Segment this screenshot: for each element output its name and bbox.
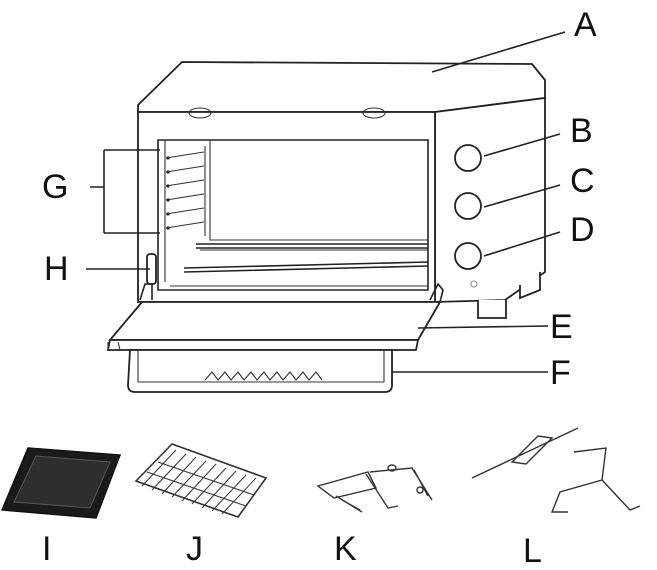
- crumb-tray-inner: [137, 350, 385, 383]
- label-k: K: [334, 530, 357, 568]
- cavity-back-wall: [209, 140, 428, 241]
- label-e: E: [550, 308, 573, 346]
- rack-rails: [165, 151, 205, 230]
- label-d: D: [570, 211, 595, 249]
- control-panel: [434, 96, 546, 303]
- callout-labels: A B C D E F G H I J K L: [42, 6, 597, 570]
- label-g: G: [42, 168, 68, 206]
- oven-door[interactable]: [108, 301, 442, 341]
- label-l: L: [523, 532, 542, 570]
- label-h: H: [44, 250, 69, 288]
- top-vent-left: [188, 107, 212, 119]
- baking-tray: [0, 447, 122, 519]
- door-hinge-right: [429, 282, 444, 303]
- top-vent-right: [362, 107, 386, 119]
- left-wall: [164, 140, 206, 282]
- crumb-tray-zigzag: [204, 371, 323, 381]
- toaster-oven: [106, 61, 546, 393]
- heating-element-upper: [196, 243, 428, 249]
- indicator-light: [470, 280, 478, 288]
- label-c: C: [570, 162, 595, 200]
- door-lip-left: [107, 341, 121, 351]
- door-hinge-left: [139, 283, 153, 301]
- door-lip: [106, 339, 420, 351]
- oven-cavity: [157, 139, 429, 291]
- oven-foot-rear: [519, 272, 541, 300]
- crumb-tray[interactable]: [127, 349, 393, 393]
- label-b: B: [570, 112, 593, 150]
- rotisserie-spit: [471, 427, 641, 513]
- oven-foot-right: [477, 300, 507, 319]
- knob-d[interactable]: [454, 242, 482, 270]
- heating-element-lower: [183, 261, 429, 273]
- label-j: J: [186, 530, 203, 568]
- knob-b[interactable]: [454, 144, 482, 172]
- label-i: I: [42, 530, 51, 568]
- label-a: A: [574, 6, 597, 44]
- wire-rack: [134, 443, 268, 518]
- rotisserie-forks: [316, 464, 433, 513]
- oven-top: [137, 61, 546, 113]
- leader-lines: [86, 31, 566, 373]
- knob-c[interactable]: [454, 192, 482, 220]
- label-f: F: [550, 354, 571, 392]
